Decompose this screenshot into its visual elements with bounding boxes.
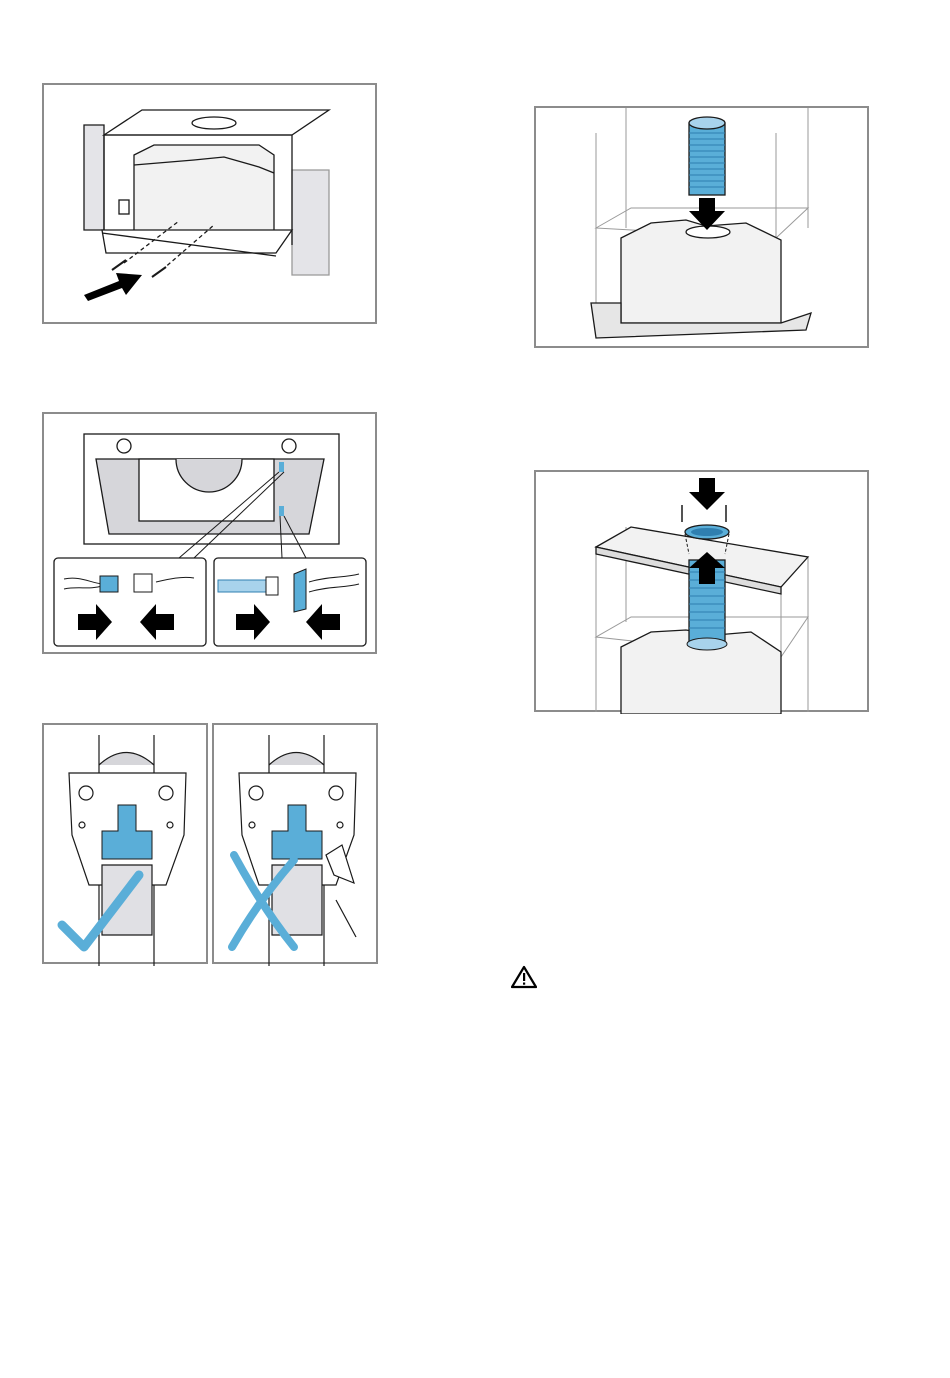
connect-duct-illustration	[536, 108, 871, 350]
figure-clamp-incorrect	[212, 723, 378, 964]
duct-hose	[689, 117, 725, 195]
figure-insert-unit	[42, 83, 377, 324]
insert-unit-illustration	[44, 85, 379, 326]
duct-through-shelf-illustration	[536, 472, 871, 714]
figure-duct-through-shelf	[534, 470, 869, 712]
clamp-incorrect-illustration	[214, 725, 380, 966]
figure-connect-duct	[534, 106, 869, 348]
figure-clamp-correct	[42, 723, 208, 964]
figure-connect-cables	[42, 412, 377, 654]
connect-cables-illustration	[44, 414, 379, 656]
clamp-correct-illustration	[44, 725, 210, 966]
warning-triangle-icon	[511, 965, 537, 989]
